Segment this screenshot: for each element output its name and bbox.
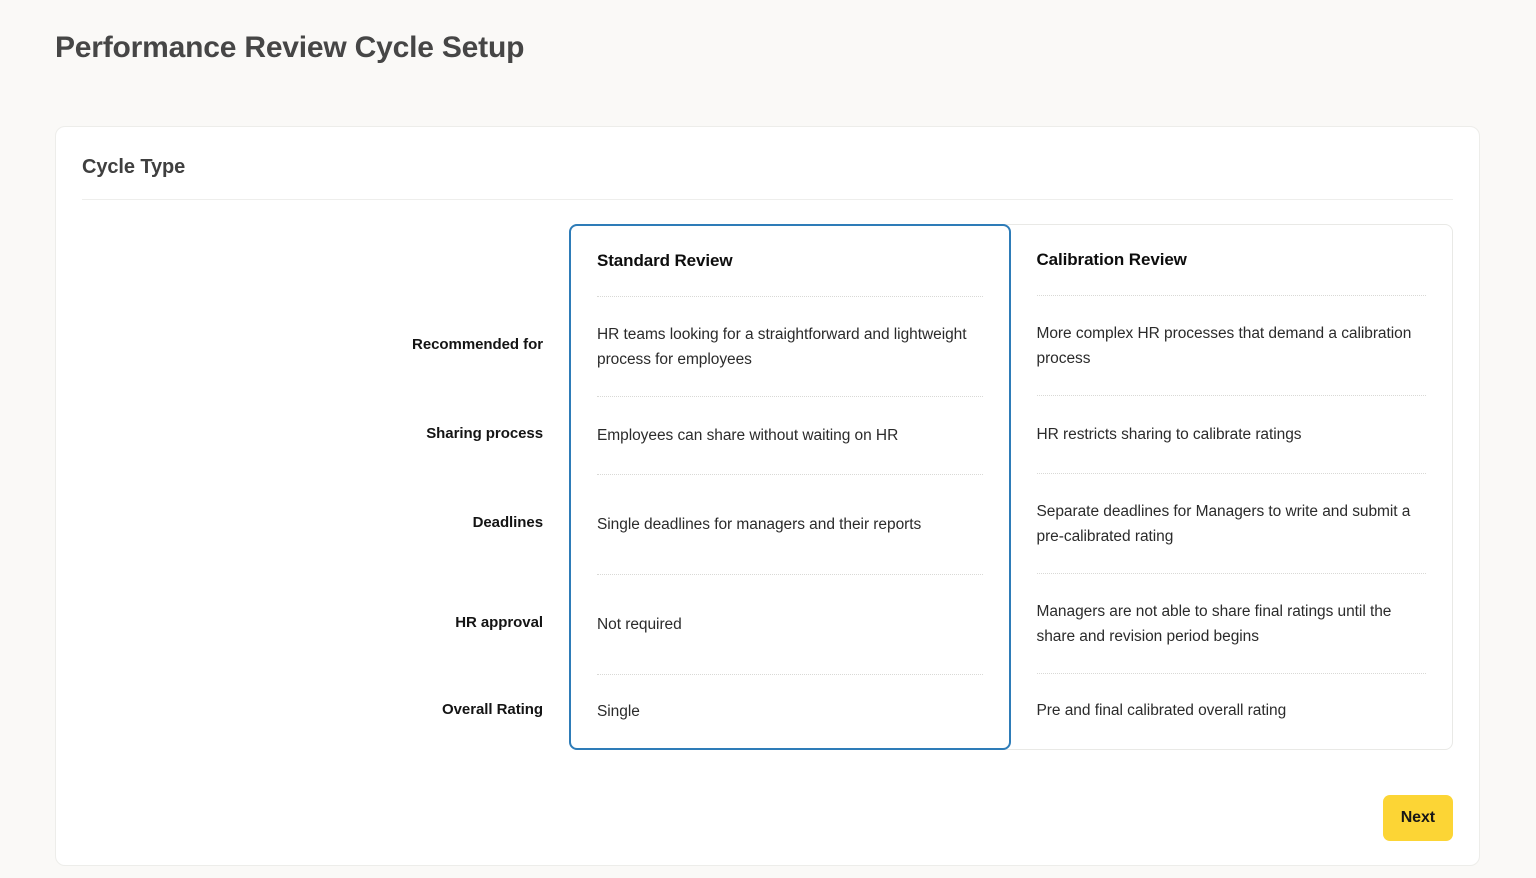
comparison-row-label-column: Recommended for Sharing process Deadline… [82,224,569,750]
page-title: Performance Review Cycle Setup [55,31,525,64]
cycle-type-option-standard-review[interactable]: Standard Review HR teams looking for a s… [569,224,1011,750]
row-label-recommended-for: Recommended for [412,335,543,353]
cell-standard-hr-approval: Not required [597,574,983,674]
row-label-hr-approval: HR approval [455,613,543,631]
cell-text: Employees can share without waiting on H… [597,427,899,444]
cycle-type-comparison: Recommended for Sharing process Deadline… [82,224,1453,750]
cell-text: Single deadlines for managers and their … [597,516,922,533]
card-footer: Next [1382,795,1453,841]
cycle-type-option-columns: Standard Review HR teams looking for a s… [569,224,1453,750]
cell-text: More complex HR processes that demand a … [1036,324,1412,367]
cell-text: Single [597,703,640,720]
cell-standard-recommended-for: HR teams looking for a straightforward a… [597,296,983,396]
card-header: Cycle Type [82,153,1453,200]
row-label-sharing-process: Sharing process [426,424,543,442]
row-label-overall-rating: Overall Rating [442,700,543,718]
option-title-calibration-review: Calibration Review [1036,250,1187,269]
cell-calibration-hr-approval: Managers are not able to share final rat… [1036,573,1426,673]
label-column-header-spacer [82,224,569,294]
cell-text: Not required [597,616,682,633]
cell-calibration-overall-rating: Pre and final calibrated overall rating [1036,673,1426,747]
cell-text: Pre and final calibrated overall rating [1036,702,1287,719]
row-label-deadlines: Deadlines [472,513,543,531]
option-title-standard-review: Standard Review [597,251,733,270]
cell-text: Separate deadlines for Managers to write… [1036,502,1411,545]
cell-calibration-deadlines: Separate deadlines for Managers to write… [1036,473,1426,573]
cell-calibration-sharing-process: HR restricts sharing to calibrate rating… [1036,395,1426,473]
cell-text: Managers are not able to share final rat… [1036,602,1392,645]
cycle-type-option-calibration-review[interactable]: Calibration Review More complex HR proce… [1011,225,1453,749]
cell-standard-sharing-process: Employees can share without waiting on H… [597,396,983,474]
card-section-title: Cycle Type [82,156,186,178]
cell-text: HR teams looking for a straightforward a… [597,325,967,368]
header-divider [82,199,1453,200]
cycle-type-card: Cycle Type Recommended for Sharing proce… [55,126,1480,866]
next-button[interactable]: Next [1382,795,1453,841]
cell-text: HR restricts sharing to calibrate rating… [1036,426,1302,443]
cell-standard-deadlines: Single deadlines for managers and their … [597,474,983,574]
cell-calibration-recommended-for: More complex HR processes that demand a … [1036,295,1426,395]
cell-standard-overall-rating: Single [597,674,983,748]
comparison-table: Recommended for Sharing process Deadline… [82,224,1453,750]
